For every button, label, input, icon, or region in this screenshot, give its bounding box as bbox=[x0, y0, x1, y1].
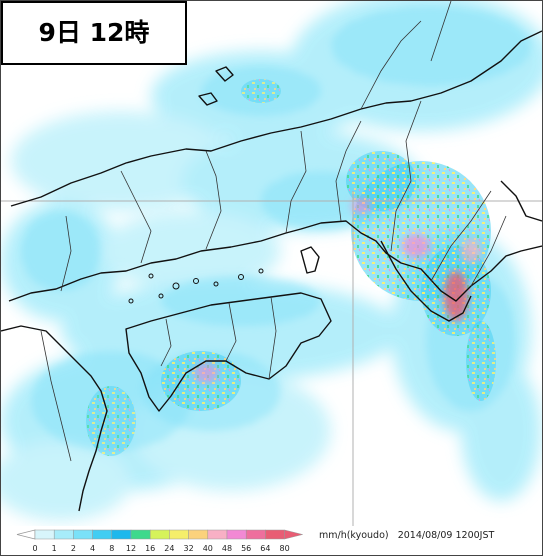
legend-tick-label: 1 bbox=[52, 544, 57, 553]
legend-arrow-low bbox=[16, 529, 36, 540]
legend-tick-label: 4 bbox=[90, 544, 95, 553]
legend-swatch bbox=[188, 529, 209, 540]
legend-swatch bbox=[245, 529, 266, 540]
legend-tick-label: 64 bbox=[260, 544, 270, 553]
legend-swatch bbox=[149, 529, 170, 540]
legend-swatch bbox=[111, 529, 132, 540]
legend-tick-label: 80 bbox=[280, 544, 290, 553]
legend-swatch bbox=[130, 529, 151, 540]
legend-swatch bbox=[265, 529, 285, 540]
legend-tick-label: 8 bbox=[109, 544, 114, 553]
rain-layer-heavy bbox=[86, 79, 496, 456]
legend-tick-label: 2 bbox=[71, 544, 76, 553]
legend-caption: mm/h(kyoudo) 2014/08/09 1200JST bbox=[319, 530, 494, 541]
legend-tick-label: 40 bbox=[203, 544, 213, 553]
grid-lines bbox=[1, 191, 542, 526]
coastlines bbox=[1, 30, 542, 512]
legend-tick-label: 16 bbox=[145, 544, 155, 553]
legend-swatch bbox=[53, 529, 74, 540]
legend-unit: mm/h(kyoudo) bbox=[319, 530, 389, 541]
legend-swatch bbox=[73, 529, 93, 540]
legend-tick-label: 12 bbox=[126, 544, 136, 553]
legend-timestamp: 2014/08/09 1200JST bbox=[397, 530, 495, 541]
legend-swatch bbox=[34, 529, 55, 540]
prefecture-boundaries bbox=[40, 1, 507, 462]
rain-layer-intense bbox=[194, 198, 481, 383]
legend-tick-label: 56 bbox=[241, 544, 251, 553]
inland-sea-islands bbox=[128, 268, 264, 304]
legend-tick-label: 32 bbox=[184, 544, 194, 553]
legend-swatch bbox=[169, 529, 189, 540]
legend-tick-label: 0 bbox=[32, 544, 37, 553]
legend-swatch bbox=[207, 529, 228, 540]
legend-swatch bbox=[226, 529, 247, 540]
radar-map bbox=[1, 1, 542, 526]
time-label: 9日 12時 bbox=[1, 1, 187, 65]
legend-swatch bbox=[92, 529, 113, 540]
legend-tick-label: 24 bbox=[164, 544, 174, 553]
legend-arrow-high bbox=[284, 529, 303, 540]
legend-tick-label: 48 bbox=[222, 544, 232, 553]
